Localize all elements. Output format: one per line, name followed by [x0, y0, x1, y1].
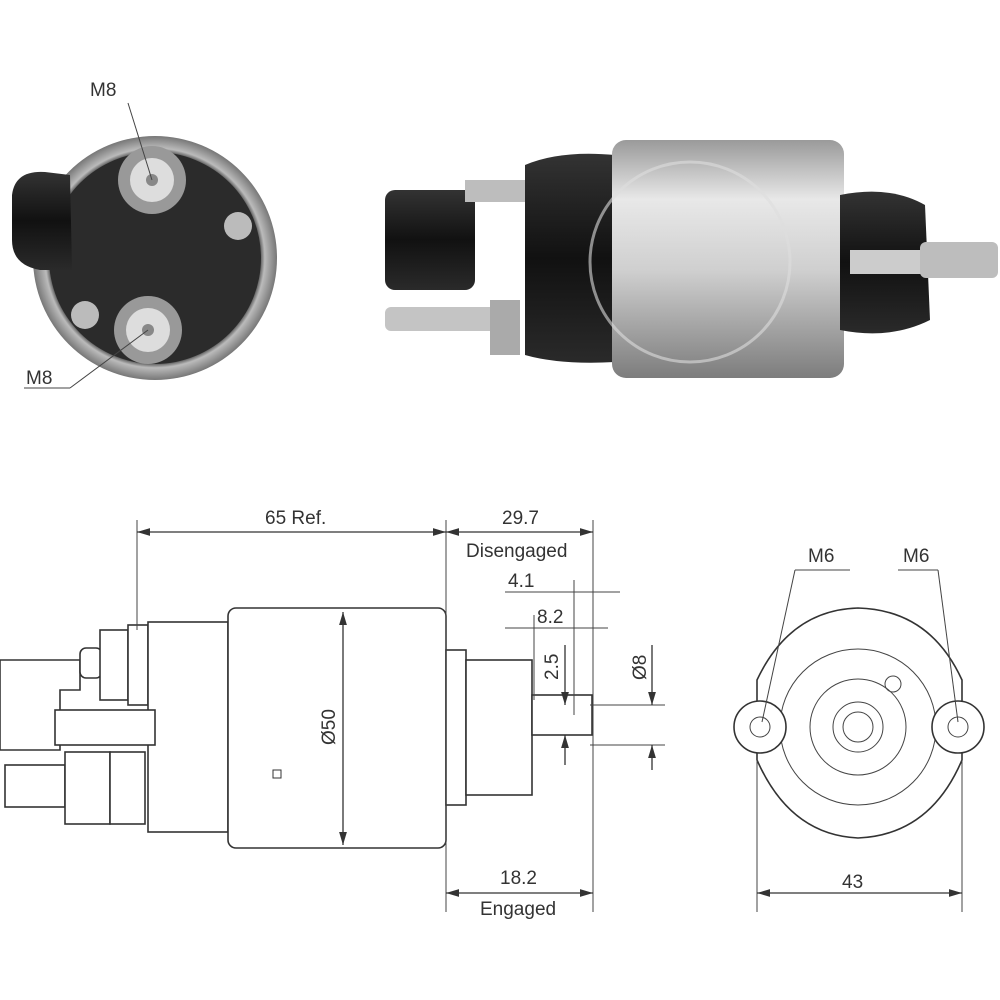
- marker-box: [272, 769, 282, 779]
- shaft-diameter: Ø8: [630, 655, 651, 680]
- disengaged-value: 29.7: [502, 508, 539, 529]
- body-diameter: Ø50: [319, 709, 340, 745]
- connector-plug: [12, 171, 72, 270]
- disengaged-label: Disengaged: [466, 541, 567, 562]
- dim-4-1: 4.1: [508, 571, 534, 592]
- engaged-value: 18.2: [500, 868, 537, 889]
- m8-bottom-label: M8: [26, 368, 52, 389]
- end-view-photo: M8 M8: [12, 80, 277, 389]
- m6-left-label: M6: [808, 546, 834, 567]
- solenoid-can: [612, 140, 844, 378]
- m8-top-label: M8: [90, 80, 116, 101]
- length-label: 65 Ref.: [265, 508, 326, 529]
- width-label: 43: [842, 872, 863, 893]
- dim-2-5: 2.5: [542, 654, 563, 680]
- side-view-photo: [385, 140, 998, 378]
- m6-right-label: M6: [903, 546, 929, 567]
- side-technical-drawing: 65 Ref. 29.7 Disengaged 4.1 8.2 2.5 Ø8 Ø…: [0, 508, 665, 920]
- engaged-label: Engaged: [480, 899, 556, 920]
- end-technical-drawing: M6 M6 43: [733, 546, 985, 912]
- dim-8-2: 8.2: [537, 607, 563, 628]
